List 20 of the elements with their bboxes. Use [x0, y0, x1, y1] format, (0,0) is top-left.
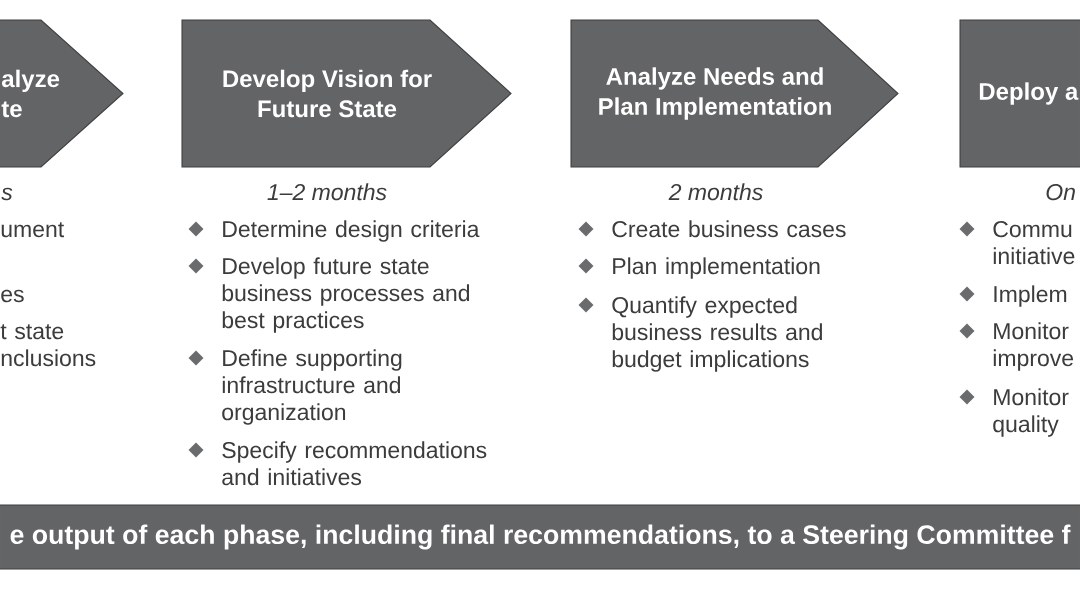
process-box: Deploy a — [959, 19, 1080, 168]
bullet-text: Determine design criteria — [223, 220, 480, 242]
bullet-text: Quantify expected business results and budget implications — [612, 296, 822, 372]
bullet-text: Implem — [994, 285, 1067, 307]
bullet-text: t state nclusions — [0, 324, 96, 367]
bullet-text: ument — [1, 222, 65, 238]
bullet-text: Commu initiative — [993, 220, 1075, 265]
banner-bar: e output of each phase, including final recommendations, to a Steering Committee f — [0, 504, 1080, 570]
bullet-text: Plan implementation — [613, 257, 820, 279]
bullet-text: Monitor quality — [993, 388, 1069, 437]
bullet-text: Monitor improve — [993, 322, 1074, 371]
bullet-text: Specify recommendations and initiatives — [222, 441, 487, 486]
duration-label: s — [1, 187, 13, 201]
bullet-text: Develop future state business processes and best practices — [222, 257, 470, 333]
bullet-text: es — [1, 289, 24, 303]
duration-label: On — [1046, 183, 1075, 201]
bullet-text: Create business cases — [612, 220, 846, 238]
duration-label: 1–2 months — [267, 183, 387, 201]
duration-label: 2 months — [668, 183, 763, 201]
bullet-text: Define supporting infrastructure and organization — [222, 349, 402, 425]
